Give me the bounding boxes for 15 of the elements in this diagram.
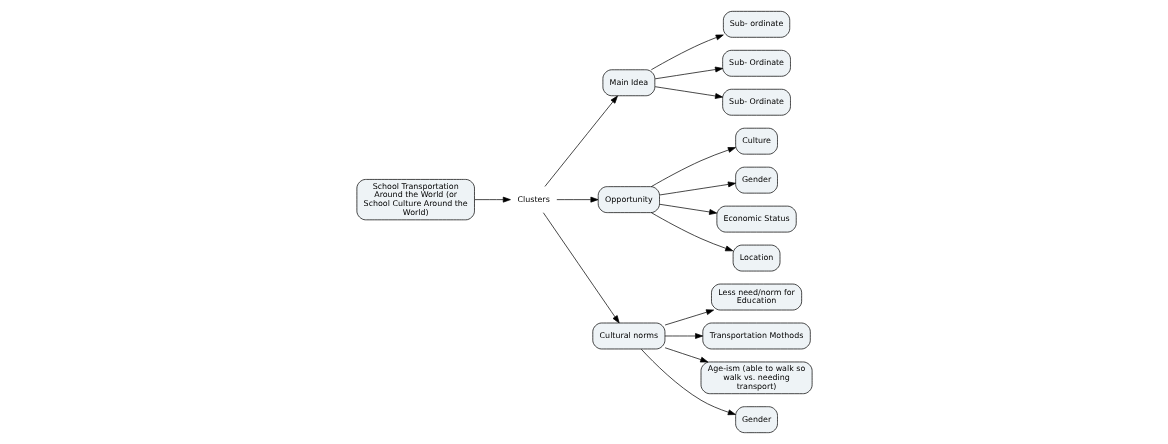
arrow [473,196,511,203]
arrow [654,86,723,99]
arrow [650,212,733,252]
arrow [640,348,736,416]
arrow [658,181,736,196]
arrow [658,203,717,215]
arrow [544,95,618,187]
arrow [654,66,723,80]
arrow [650,147,736,187]
arrow [650,34,724,71]
arrow [664,347,708,363]
arrow [664,309,714,326]
arrow [542,212,620,324]
arrow [555,196,598,203]
arrow [664,333,703,339]
